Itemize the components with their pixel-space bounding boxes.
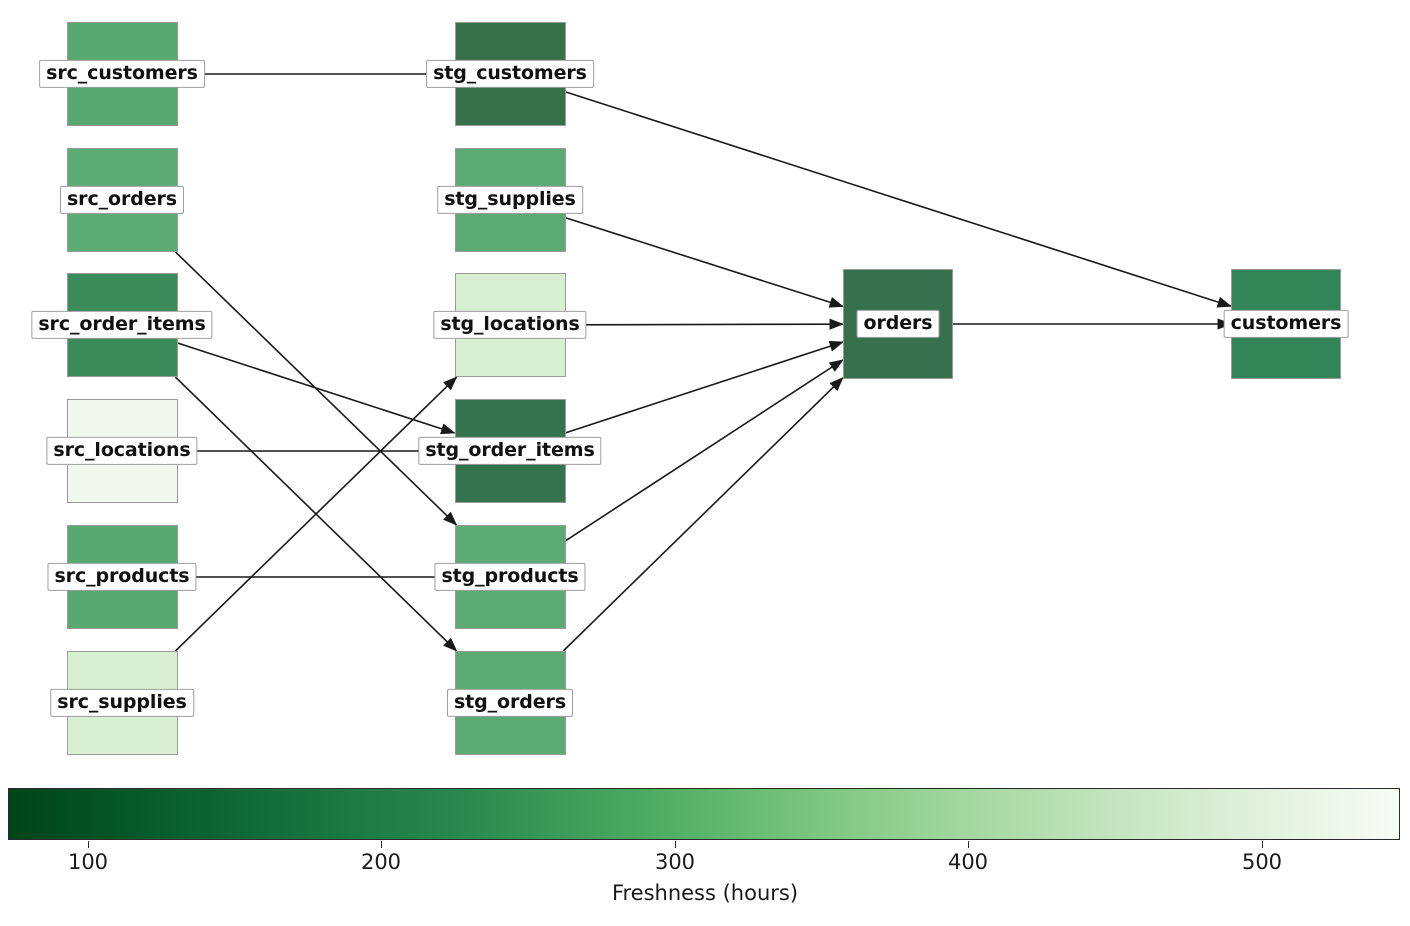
edge-stg_order_items-to-orders xyxy=(565,340,844,434)
colorbar-tick-500 xyxy=(1262,841,1263,848)
edge-src_order_items-to-stg_orders xyxy=(174,376,458,652)
colorbar-tick-label-100: 100 xyxy=(67,850,109,874)
colorbar-title: Freshness (hours) xyxy=(611,881,799,905)
colorbar-gradient xyxy=(8,788,1400,840)
node-label-customers: customers xyxy=(1223,309,1349,339)
colorbar-tick-label-400: 400 xyxy=(947,850,989,874)
node-label-src_products: src_products xyxy=(47,562,197,592)
edge-layer xyxy=(174,73,1232,652)
colorbar-tick-200 xyxy=(381,841,382,848)
node-label-orders: orders xyxy=(856,309,940,339)
colorbar-tick-label-500: 500 xyxy=(1241,850,1283,874)
edges xyxy=(174,73,1232,652)
edge-stg_locations-to-orders xyxy=(565,318,844,330)
edge-stg_supplies-to-orders xyxy=(565,216,844,308)
edge-src_supplies-to-stg_locations xyxy=(174,376,458,652)
node-label-stg_supplies: stg_supplies xyxy=(437,185,583,215)
node-label-stg_products: stg_products xyxy=(434,562,586,592)
node-label-stg_customers: stg_customers xyxy=(426,59,594,89)
edge-src_order_items-to-stg_order_items xyxy=(177,342,456,435)
colorbar-area: 100 200 300 400 500 Freshness (hours) xyxy=(0,775,1410,926)
node-label-src_orders: src_orders xyxy=(59,185,185,215)
node-label-src_order_items: src_order_items xyxy=(31,310,213,340)
node-label-stg_order_items: stg_order_items xyxy=(418,436,602,466)
edge-src_orders-to-stg_products xyxy=(174,251,458,526)
node-label-stg_locations: stg_locations xyxy=(433,310,587,340)
node-label-src_supplies: src_supplies xyxy=(50,688,194,718)
colorbar-tick-100 xyxy=(88,841,89,848)
colorbar-tick-label-300: 300 xyxy=(654,850,696,874)
colorbar-tick-400 xyxy=(968,841,969,848)
colorbar-tick-300 xyxy=(675,841,676,848)
node-label-stg_orders: stg_orders xyxy=(446,688,574,718)
node-label-src_locations: src_locations xyxy=(46,436,198,466)
edge-stg_products-to-orders xyxy=(565,359,844,542)
edge-stg_orders-to-orders xyxy=(562,377,844,652)
colorbar-tick-label-200: 200 xyxy=(360,850,402,874)
node-label-src_customers: src_customers xyxy=(39,59,205,89)
